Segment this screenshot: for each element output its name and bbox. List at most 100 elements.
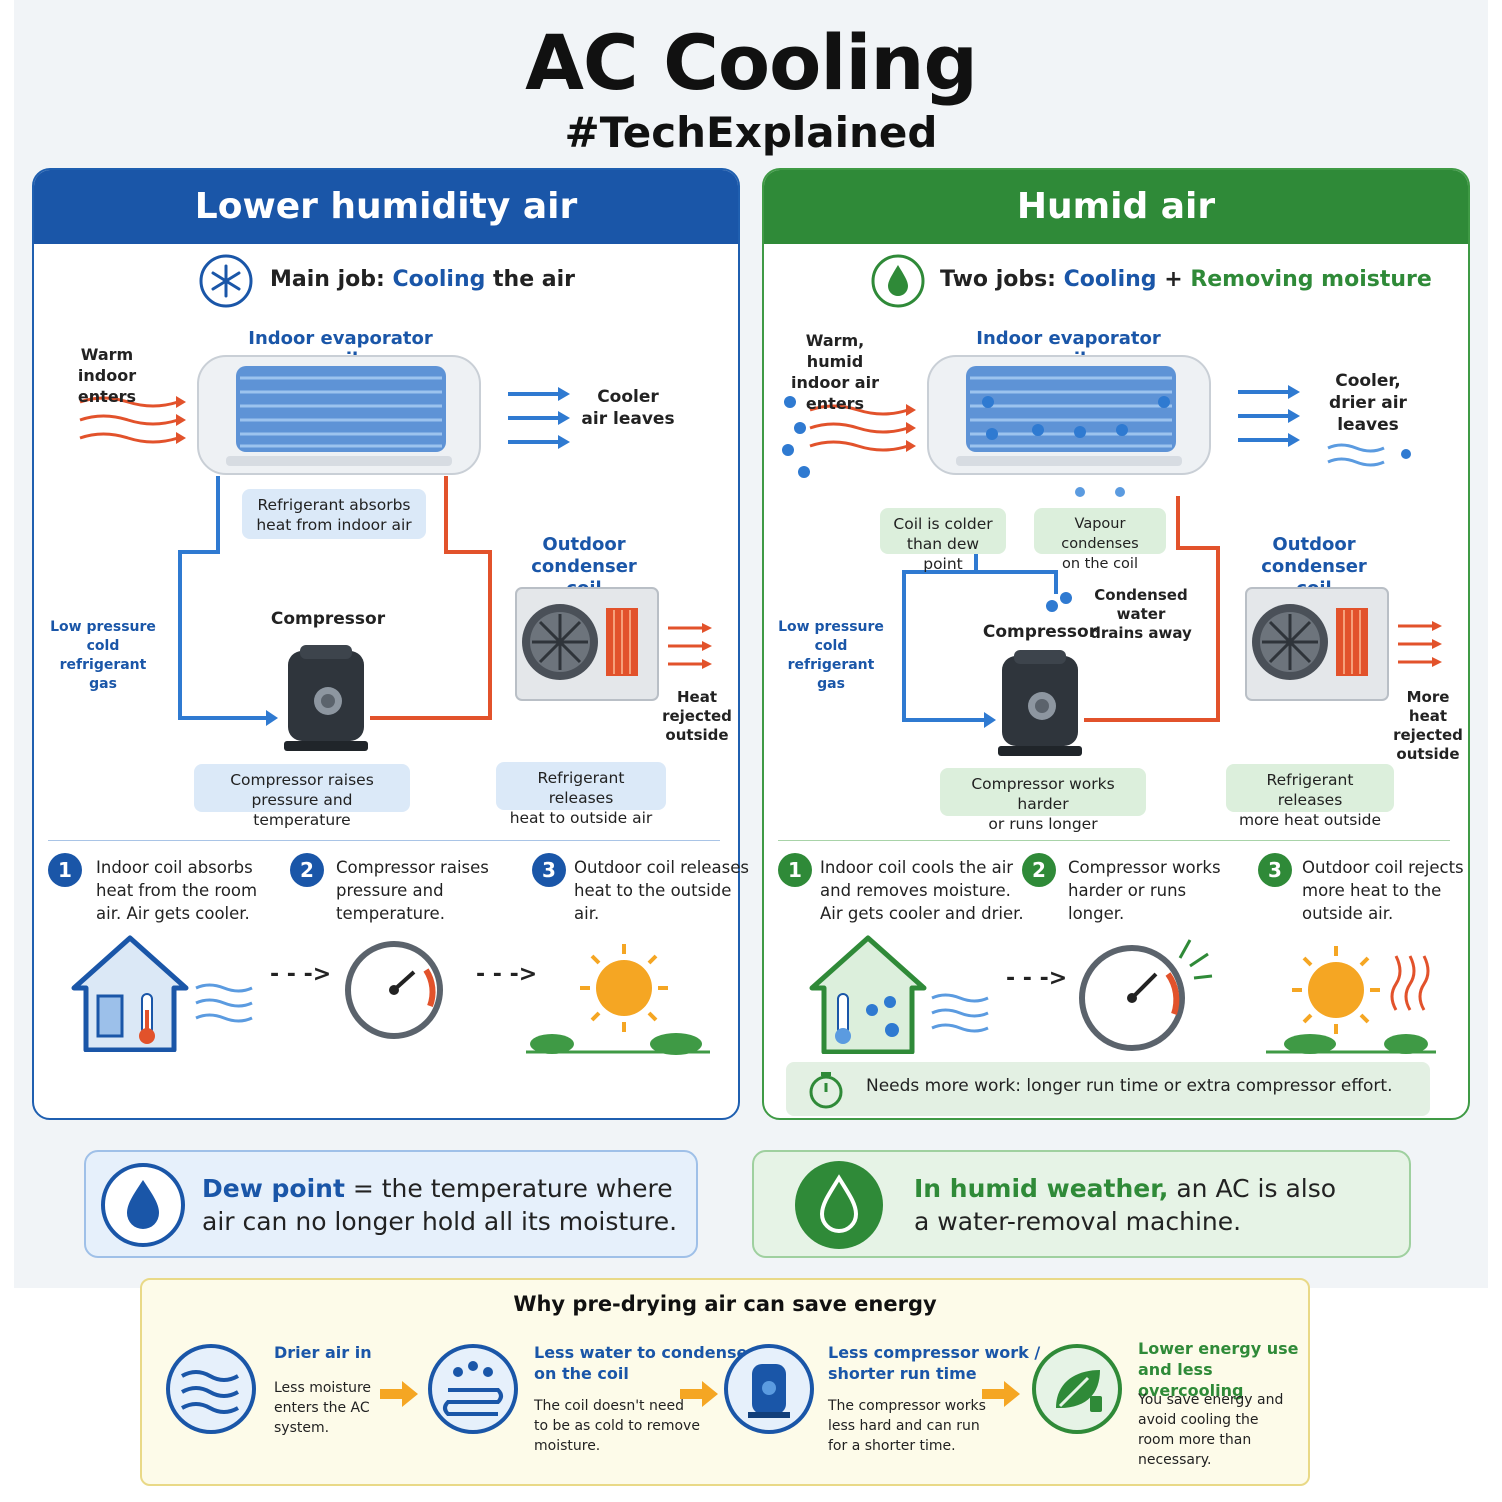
line: Condensed water	[1094, 586, 1188, 623]
line: heat to the outside	[574, 881, 732, 900]
line: rejected	[1393, 726, 1463, 744]
leaf-plug-icon	[1032, 1344, 1122, 1434]
line: Refrigerant absorbs	[257, 496, 411, 514]
coil-water-icon	[428, 1344, 518, 1434]
dew-point-text: Dew point = the temperature where air ca…	[202, 1172, 677, 1238]
green-drop-icon	[795, 1161, 883, 1249]
line: Vapour condenses	[1061, 516, 1139, 552]
line: The coil doesn't need	[534, 1398, 684, 1414]
needs-more-text: Needs more work: longer run time or extr…	[866, 1076, 1393, 1096]
line: You save energy and	[1138, 1392, 1284, 1408]
left-compressor-label: Compressor	[270, 609, 386, 629]
energy-step-4-head: Lower energy use and less overcooling	[1138, 1338, 1308, 1401]
sun-heat-icon	[1266, 946, 1436, 1054]
line: Low pressure	[778, 619, 884, 635]
line: Dew point = the temperature where	[202, 1172, 677, 1205]
line: enters	[77, 387, 137, 406]
heat-arrows-icon	[668, 623, 712, 669]
line: outside	[665, 726, 729, 744]
cool-air-arrows-icon	[508, 387, 570, 449]
line: heat to outside air	[509, 809, 653, 827]
line: More heat	[1406, 688, 1450, 725]
line: Lower energy use	[1138, 1339, 1299, 1358]
job-cooling: Cooling	[392, 267, 486, 292]
line: Compressor raises	[230, 771, 374, 789]
needs-more-work-bar: Needs more work: longer run time or extr…	[786, 1062, 1430, 1116]
energy-step-2-head: Less water to condense on the coil	[534, 1342, 747, 1384]
outdoor-unit-icon	[515, 587, 659, 701]
water-drop-icon	[871, 254, 925, 308]
line: system.	[274, 1420, 330, 1436]
step-3-badge: 3	[532, 853, 566, 887]
note-releases-more: Refrigerant releases more heat outside	[1226, 764, 1394, 829]
line-rest: an AC is also	[1168, 1174, 1337, 1203]
line: air can no longer hold all its moisture.	[202, 1207, 678, 1236]
line: shorter run time	[828, 1364, 977, 1383]
line: Less compressor work /	[828, 1343, 1041, 1362]
line: cold refrigerant	[787, 638, 875, 673]
note-refrigerant-releases: Refrigerant releases heat to outside air	[496, 762, 666, 827]
job-removing-moisture: Removing moisture	[1190, 267, 1432, 292]
right-low-pressure-label: Low pressure cold refrigerant gas	[776, 618, 886, 694]
line: Less water to condense	[534, 1343, 748, 1362]
line: Air gets cooler and drier.	[820, 904, 1024, 923]
line: drier air	[1329, 393, 1407, 413]
humid-drops-icon	[782, 396, 810, 478]
line: gas	[89, 676, 117, 692]
line: Less moisture	[274, 1380, 372, 1396]
line: Compressor raises	[336, 858, 489, 877]
line: gas	[817, 676, 845, 692]
refrigerant-loop-left	[178, 476, 492, 726]
line: Refrigerant releases	[1266, 771, 1354, 809]
line: air. Air gets cooler.	[96, 904, 250, 923]
line: outside air.	[1302, 904, 1394, 923]
warm-air-arrows-icon	[79, 396, 186, 444]
cool-air-arrows-icon	[1238, 385, 1300, 447]
job-suffix: the air	[493, 267, 576, 292]
dew-point-banner: Dew point = the temperature where air ca…	[84, 1150, 698, 1258]
line: Outdoor	[542, 534, 626, 555]
line: harder or runs	[1068, 881, 1187, 900]
sun-landscape-icon	[526, 944, 710, 1055]
flow-arrow: - - ->	[270, 962, 332, 987]
arrow-right-icon	[380, 1381, 418, 1407]
line: air.	[574, 904, 600, 923]
line: Cooler,	[1335, 371, 1401, 391]
step-1-text: Indoor coil cools the air and removes mo…	[820, 856, 1024, 925]
step-2-badge: 2	[290, 853, 324, 887]
line: or runs longer	[988, 815, 1098, 833]
line: less hard and can run	[828, 1418, 980, 1434]
flow-arrow: - - ->	[1006, 966, 1068, 991]
air-waves-icon	[195, 983, 253, 1023]
line: temperature.	[336, 904, 445, 923]
divider	[48, 840, 720, 841]
step-3-text: Outdoor coil releases heat to the outsid…	[574, 856, 749, 925]
line: Low pressure	[50, 619, 156, 635]
job-cooling: Cooling	[1063, 267, 1157, 292]
right-cool-out-label: Cooler, drier air leaves	[1322, 370, 1414, 436]
step-3-badge: 3	[1258, 853, 1292, 887]
line: Heat	[676, 688, 718, 706]
left-cool-out-label: Cooler air leaves	[580, 386, 676, 430]
right-compressor-label: Compressor	[982, 622, 1098, 642]
heat-arrows-icon	[1398, 621, 1442, 667]
line: enters	[805, 394, 865, 413]
line: more heat outside	[1238, 811, 1382, 829]
line: on the coil	[1062, 556, 1138, 572]
right-heat-rejected-label: More heat rejected outside	[1390, 688, 1466, 764]
line: Compressor works	[1068, 858, 1221, 877]
left-warm-in-label: Warm indoor enters	[52, 344, 162, 407]
note-coil-colder: Coil is colder than dew point	[880, 508, 1006, 573]
left-job-line: Main job: Cooling the air	[270, 267, 575, 292]
humid-weather-banner: In humid weather, an AC is also a water-…	[752, 1150, 1411, 1258]
panel-heading: Humid air	[764, 170, 1468, 244]
line: and removes moisture.	[820, 881, 1011, 900]
energy-title: Why pre-drying air can save energy	[513, 1292, 937, 1316]
line: Outdoor coil releases	[574, 858, 749, 877]
line: outside	[1396, 745, 1460, 763]
line: heat from the room	[96, 881, 258, 900]
stopwatch-icon	[809, 1072, 843, 1109]
flow-arrow: - - ->	[476, 962, 538, 987]
indoor-ac-unit-humid-icon	[927, 355, 1211, 475]
arrow-right-icon	[982, 1381, 1020, 1407]
